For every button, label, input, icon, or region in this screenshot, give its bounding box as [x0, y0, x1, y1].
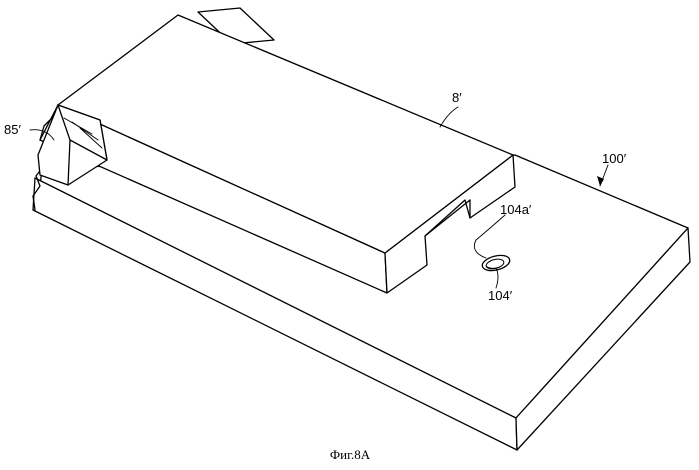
- label-104a: 104a′: [500, 202, 532, 217]
- label-104: 104′: [488, 288, 513, 303]
- label-100: 100′: [602, 151, 627, 166]
- label-8: 8′: [452, 90, 462, 105]
- figure-caption: Фиг.8A: [330, 447, 371, 462]
- leader-8: [440, 107, 458, 127]
- label-85: 85′: [4, 122, 21, 137]
